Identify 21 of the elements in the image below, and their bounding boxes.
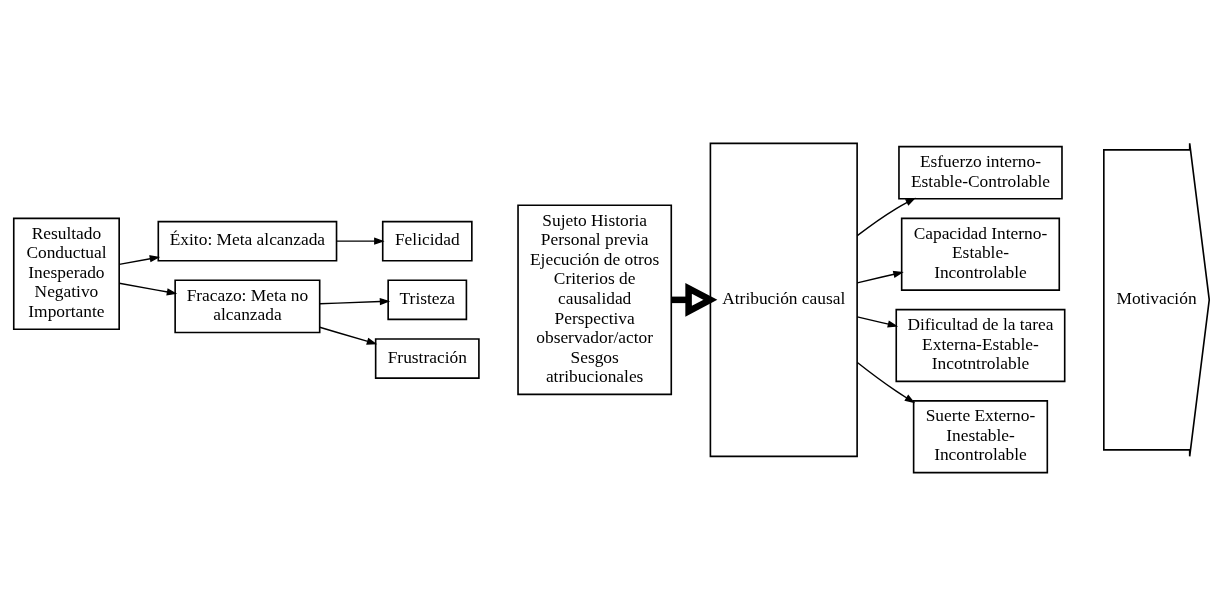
arrow bbox=[856, 270, 904, 284]
arrow bbox=[856, 197, 916, 237]
node-box: Resultado Conductual Inesperado Negativo Importante bbox=[12, 217, 120, 330]
node-box: Fracazo: Meta no alcanzada bbox=[174, 279, 321, 334]
node-box: Atribución causal bbox=[709, 142, 858, 458]
node-box: Capacidad Interno-Estable-Incontrolable bbox=[900, 217, 1061, 291]
node-box: Esfuerzo interno-Estable-Controlable bbox=[898, 145, 1063, 200]
node-box: Éxito: Meta alcanzada bbox=[157, 220, 338, 262]
arrow bbox=[336, 237, 385, 245]
arrow bbox=[856, 361, 916, 404]
node-box: Felicidad bbox=[381, 220, 473, 262]
node-box: Frustración bbox=[374, 338, 480, 379]
node-box: Sujeto Historia Personal previa Ejecución de otros Criterios de causalidad Perspectiva observador/actor Sesgos atribucionales bbox=[517, 204, 673, 396]
arrow bbox=[118, 255, 161, 266]
node-box: Dificultad de la tarea Externa-Estable-Incotntrolable bbox=[895, 308, 1066, 383]
node-box: Tristeza bbox=[387, 279, 468, 321]
arrow bbox=[319, 326, 378, 345]
arrow bbox=[118, 282, 178, 296]
node-box: Suerte Externo-Inestable-Incontrolable bbox=[912, 400, 1049, 474]
arrow bbox=[319, 297, 391, 306]
arrow bbox=[856, 316, 899, 328]
